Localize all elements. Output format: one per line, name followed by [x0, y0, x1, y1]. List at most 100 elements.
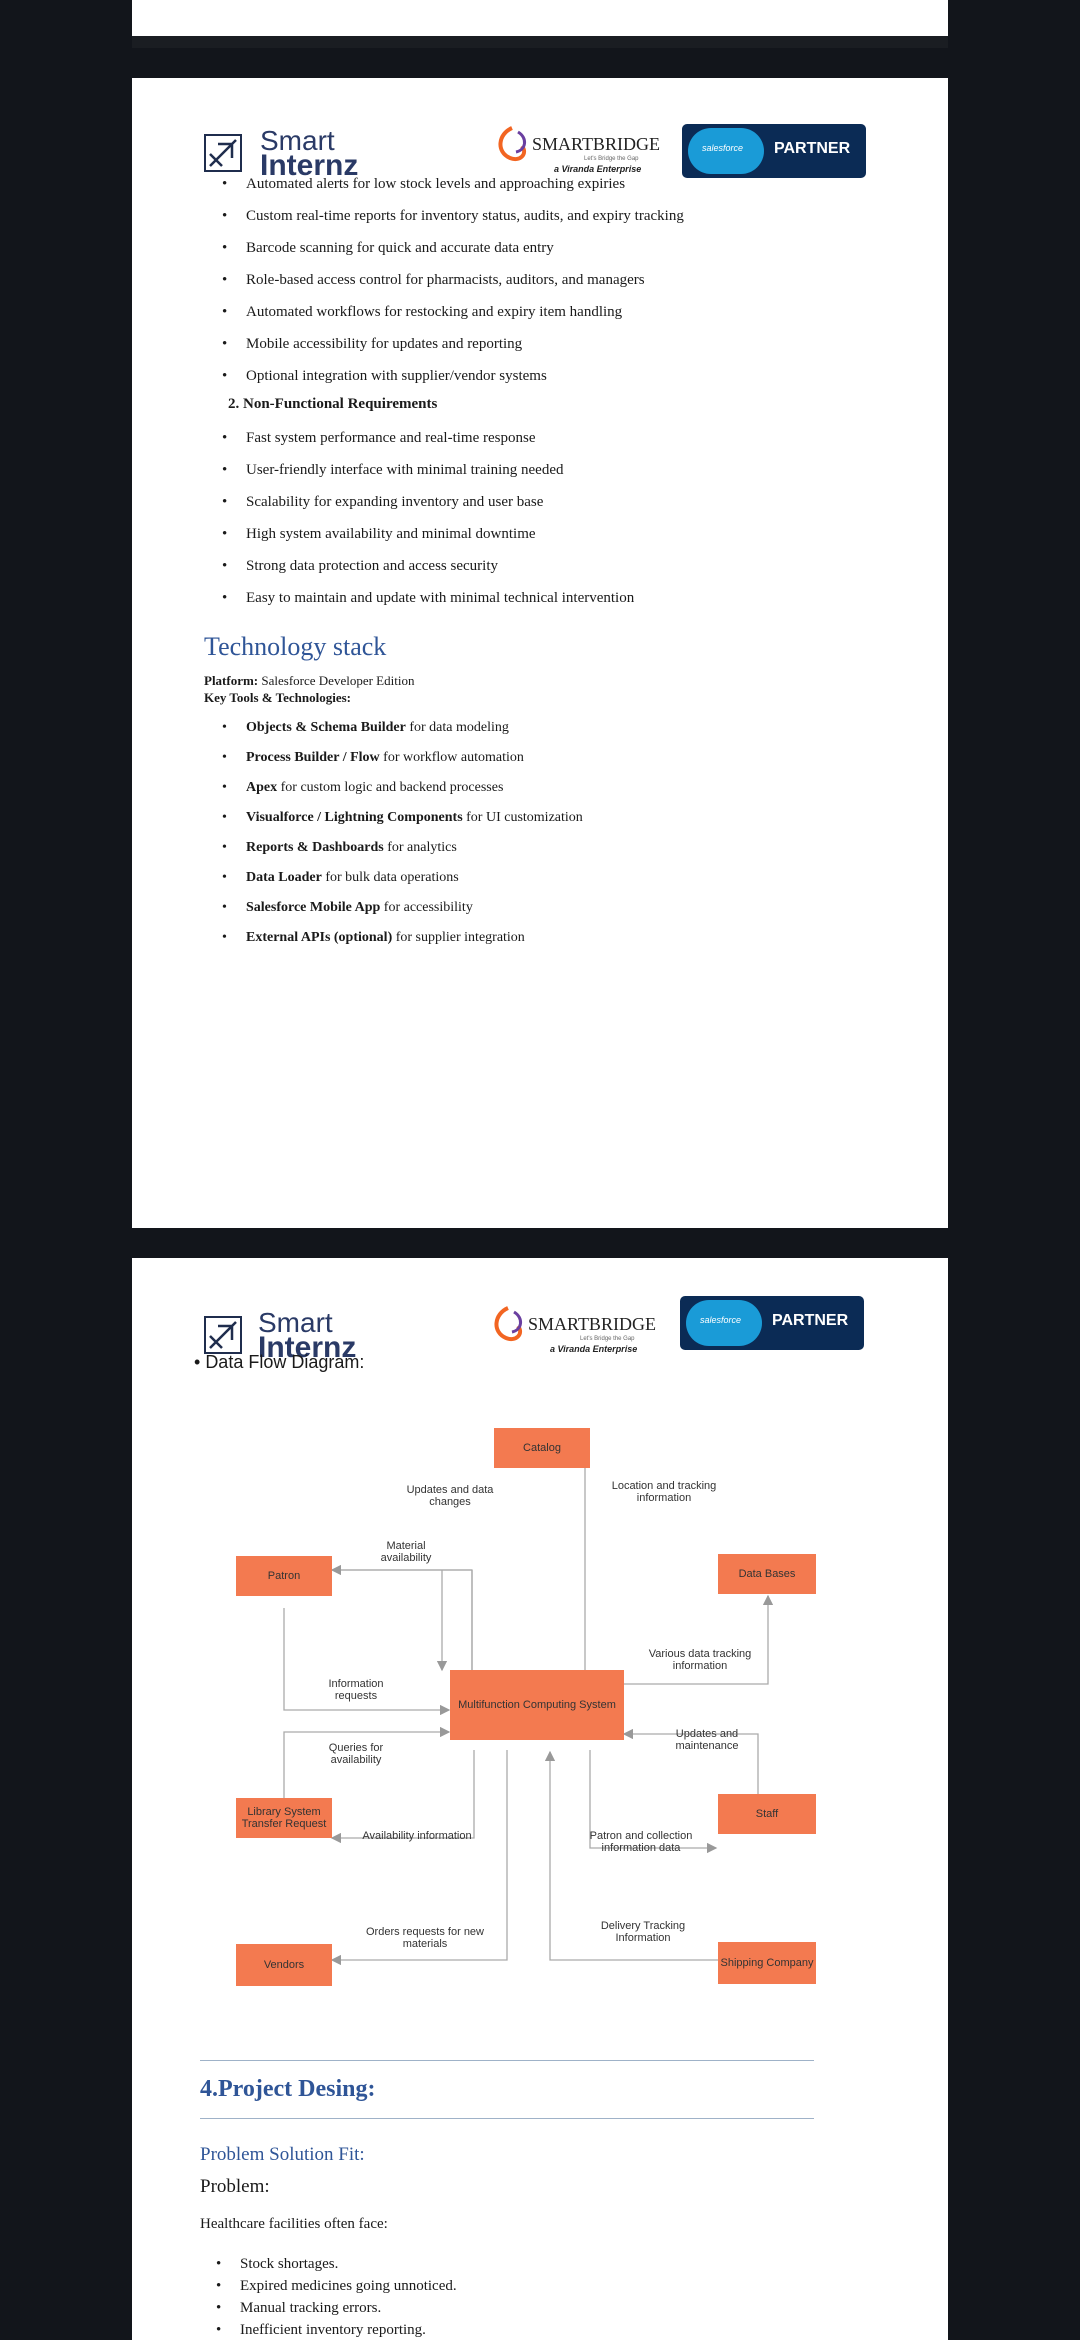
list-item: Fast system performance and real-time re…	[222, 428, 634, 448]
platform-line: Platform: Salesforce Developer Edition K…	[204, 672, 414, 706]
node-multifunction-system: Multifunction Computing System	[450, 1670, 624, 1740]
flow-label-patron-data: Patron and collection information data	[589, 1830, 693, 1854]
salesforce-cloud-icon: salesforce	[688, 128, 764, 174]
salesforce-cloud-icon: salesforce	[686, 1300, 762, 1346]
tool-name: Apex	[246, 780, 278, 795]
platform-label: Platform:	[204, 673, 259, 688]
list-item: Process Builder / Flow for workflow auto…	[222, 748, 583, 768]
nonfunctional-requirements-list: Fast system performance and real-time re…	[222, 428, 634, 620]
tool-purpose: for UI customization	[462, 810, 583, 825]
salesforce-cloud-text: salesforce	[702, 143, 744, 153]
smartbridge-name: SMARTBRIDGE	[532, 134, 660, 154]
node-library-transfer: Library System Transfer Request	[236, 1798, 332, 1838]
flow-label-queries: Queries for availability	[328, 1742, 384, 1766]
healthcare-intro: Healthcare facilities often face:	[200, 2216, 388, 2232]
list-item: Expired medicines going unnoticed.	[216, 2276, 457, 2296]
smartbridge-swirl-icon	[494, 1306, 523, 1341]
smartbridge-name: SMARTBRIDGE	[528, 1314, 656, 1334]
list-item: Data Loader for bulk data operations	[222, 868, 583, 888]
salesforce-partner-badge: salesforce PARTNER	[680, 1296, 864, 1350]
smart-internz-logo: Smart Internz	[204, 1308, 374, 1368]
node-catalog: Catalog	[494, 1428, 590, 1468]
smart-internz-icon	[204, 1316, 242, 1354]
flow-label-info-requests: Information requests	[328, 1678, 384, 1702]
healthcare-issues-list: Stock shortages.Expired medicines going …	[216, 2254, 457, 2340]
flow-label-location: Location and tracking information	[611, 1480, 717, 1504]
nonfunctional-heading: 2. Non-Functional Requirements	[228, 396, 438, 412]
platform-value: Salesforce Developer Edition	[258, 673, 415, 688]
list-item: Objects & Schema Builder for data modeli…	[222, 718, 583, 738]
list-item: Inefficient inventory reporting.	[216, 2320, 457, 2340]
node-vendors: Vendors	[236, 1944, 332, 1986]
flow-label-delivery: Delivery Tracking Information	[600, 1920, 686, 1944]
list-item: Mobile accessibility for updates and rep…	[222, 334, 684, 354]
tool-name: Reports & Dashboards	[246, 840, 384, 855]
page-fragment-top	[132, 0, 948, 48]
tool-name: Objects & Schema Builder	[246, 720, 406, 735]
tools-list: Objects & Schema Builder for data modeli…	[222, 718, 583, 958]
smart-text: Smart	[260, 125, 335, 156]
flow-label-orders: Orders requests for new materials	[366, 1926, 484, 1950]
tool-purpose: for workflow automation	[379, 750, 524, 765]
tool-purpose: for data modeling	[405, 720, 509, 735]
node-shipping-company: Shipping Company	[718, 1942, 816, 1984]
list-item: High system availability and minimal dow…	[222, 524, 634, 544]
tool-purpose: for supplier integration	[392, 930, 525, 945]
salesforce-partner-badge: salesforce PARTNER	[682, 124, 866, 178]
project-design-heading: 4.Project Desing:	[200, 2076, 376, 2102]
smartbridge-swirl-icon	[498, 126, 527, 161]
tool-name: External APIs (optional)	[246, 930, 393, 945]
tool-purpose: for bulk data operations	[321, 870, 459, 885]
tool-purpose: for analytics	[383, 840, 457, 855]
list-item: Salesforce Mobile App for accessibility	[222, 898, 583, 918]
node-data-bases: Data Bases	[718, 1554, 816, 1594]
technology-stack-heading: Technology stack	[204, 632, 387, 661]
node-patron: Patron	[236, 1556, 332, 1596]
flow-label-updates-data: Updates and data changes	[406, 1484, 494, 1508]
problem-solution-fit: Problem Solution Fit:	[200, 2144, 365, 2165]
page-edge	[132, 36, 948, 48]
flow-label-material: Material availability	[380, 1540, 432, 1564]
smartbridge-sub: a Viranda Enterprise	[550, 1344, 638, 1354]
tool-purpose: for custom logic and backend processes	[277, 780, 504, 795]
list-item: External APIs (optional) for supplier in…	[222, 928, 583, 948]
flow-label-availability: Availability information	[362, 1830, 472, 1842]
dfd-connectors	[283, 1428, 774, 1966]
problem-heading: Problem:	[200, 2176, 270, 2197]
tool-name: Data Loader	[246, 870, 322, 885]
smart-text: Smart	[258, 1307, 333, 1338]
tool-name: Salesforce Mobile App	[246, 900, 381, 915]
smartbridge-tagline: Let's Bridge the Gap	[580, 1336, 635, 1342]
list-item: User-friendly interface with minimal tra…	[222, 460, 634, 480]
list-item: Custom real-time reports for inventory s…	[222, 206, 684, 226]
smart-internz-icon	[204, 134, 242, 172]
list-item: Reports & Dashboards for analytics	[222, 838, 583, 858]
list-item: Optional integration with supplier/vendo…	[222, 366, 684, 386]
rule-bottom	[200, 2118, 814, 2119]
list-item: Apex for custom logic and backend proces…	[222, 778, 583, 798]
document-page-2: Smart Internz SMARTBRIDGE Let's Bridge t…	[132, 1258, 948, 2340]
dfd-title: • Data Flow Diagram:	[194, 1352, 365, 1372]
list-item: Automated alerts for low stock levels an…	[222, 174, 684, 194]
internz-text: Internz	[258, 1331, 357, 1364]
list-item: Strong data protection and access securi…	[222, 556, 634, 576]
list-item: Scalability for expanding inventory and …	[222, 492, 634, 512]
rule-top	[200, 2060, 814, 2061]
dfd-title-text: Data Flow Diagram:	[205, 1352, 365, 1372]
functional-requirements-list: Automated alerts for low stock levels an…	[222, 174, 684, 398]
tool-purpose: for accessibility	[380, 900, 473, 915]
tools-label: Key Tools & Technologies:	[204, 690, 351, 705]
partner-label: PARTNER	[774, 140, 851, 157]
list-item: Automated workflows for restocking and e…	[222, 302, 684, 322]
list-item: Manual tracking errors.	[216, 2298, 457, 2318]
smartbridge-tagline: Let's Bridge the Gap	[584, 156, 639, 162]
flow-label-various: Various data tracking information	[648, 1648, 752, 1672]
smartbridge-logo: SMARTBRIDGE Let's Bridge the Gap a Viran…	[492, 124, 662, 182]
list-item: Stock shortages.	[216, 2254, 457, 2274]
list-item: Barcode scanning for quick and accurate …	[222, 238, 684, 258]
tool-name: Process Builder / Flow	[246, 750, 380, 765]
flow-label-updates-maint: Updates and maintenance	[675, 1728, 739, 1752]
salesforce-cloud-text: salesforce	[700, 1315, 742, 1325]
partner-label: PARTNER	[772, 1312, 849, 1329]
node-staff: Staff	[718, 1794, 816, 1834]
